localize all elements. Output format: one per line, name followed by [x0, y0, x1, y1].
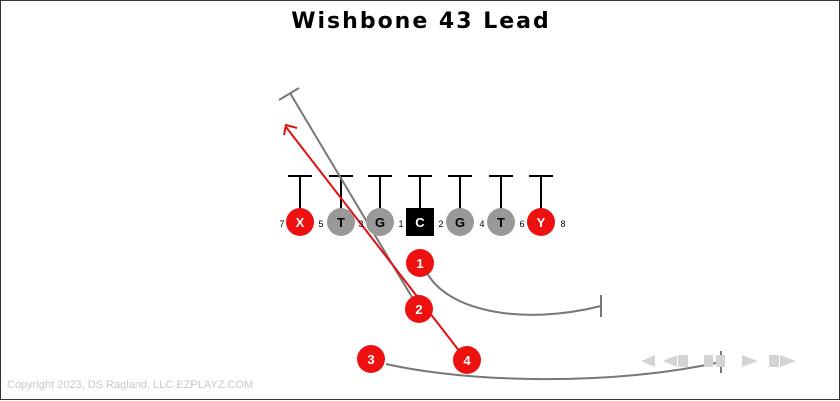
back-4: 4	[453, 346, 481, 374]
hole-number: 5	[318, 219, 323, 229]
player-label: G	[375, 215, 385, 230]
play-icon	[742, 355, 758, 367]
player-label: X	[296, 215, 305, 230]
gray-routes	[278, 87, 722, 381]
player-left-tackle: T	[327, 208, 355, 236]
hole-numbers: 7 5 3 1 2 4 6 8	[279, 219, 565, 229]
player-label: Y	[537, 215, 546, 230]
step-back-icon	[663, 355, 688, 367]
block-mark-rt	[489, 175, 513, 209]
playback-controls[interactable]	[641, 355, 796, 367]
back-label: 1	[416, 256, 423, 271]
hole-number: 8	[560, 219, 565, 229]
block-mark-x	[288, 175, 312, 209]
player-label: C	[415, 215, 425, 230]
block-mark-lg	[368, 175, 392, 209]
back-label: 3	[367, 352, 374, 367]
back-3: 3	[357, 345, 385, 373]
red-route	[283, 123, 468, 362]
hole-number: 3	[358, 219, 363, 229]
player-label: T	[337, 215, 345, 230]
copyright-text: Copyright 2023, DS Ragland, LLC EZPLAYZ.…	[7, 379, 254, 391]
play-title: Wishbone 43 Lead	[291, 9, 551, 34]
block-mark-lt	[329, 175, 353, 209]
block-mark-y	[529, 175, 553, 209]
hole-number: 7	[279, 219, 284, 229]
player-y: Y	[527, 208, 555, 236]
player-x: X	[286, 208, 314, 236]
offensive-line[interactable]: X T G C G T Y	[286, 208, 555, 236]
block-mark-c	[408, 175, 432, 209]
rewind-icon	[641, 355, 655, 367]
route-back-3	[385, 361, 722, 381]
back-2: 2	[405, 295, 433, 323]
route-back-1	[425, 270, 602, 316]
pause-icon	[704, 355, 725, 367]
player-label: G	[455, 215, 465, 230]
player-label: T	[497, 215, 505, 230]
player-right-tackle: T	[487, 208, 515, 236]
player-right-guard: G	[446, 208, 474, 236]
back-1: 1	[406, 249, 434, 277]
route-back-2-end	[278, 87, 300, 101]
hole-number: 2	[438, 219, 443, 229]
fast-forward-icon	[769, 355, 796, 367]
blocking-marks	[288, 175, 553, 209]
route-back-2	[289, 92, 420, 310]
hole-number: 4	[479, 219, 484, 229]
route-back-4	[285, 126, 468, 362]
hole-number: 1	[398, 219, 403, 229]
player-left-guard: G	[366, 208, 394, 236]
hole-number: 6	[519, 219, 524, 229]
route-back-4-arrowhead	[283, 123, 298, 136]
back-label: 4	[463, 353, 471, 368]
player-center: C	[406, 208, 434, 236]
block-mark-rg	[448, 175, 472, 209]
back-label: 2	[415, 302, 422, 317]
backfield[interactable]: 1 2 3 4	[357, 249, 481, 374]
